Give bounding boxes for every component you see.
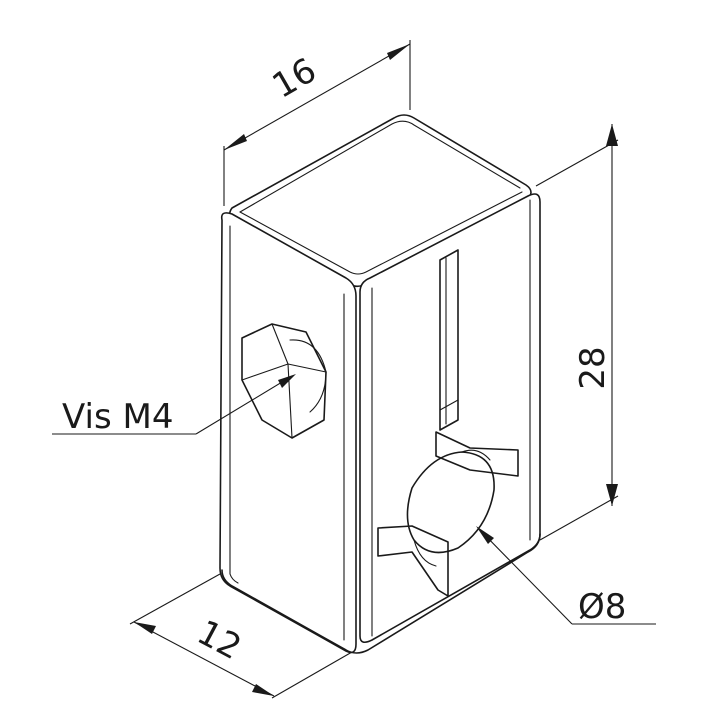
ext-line-top	[535, 139, 619, 187]
callout-diameter: Ø8	[476, 526, 656, 627]
arrow-top	[606, 124, 618, 146]
arrow-back	[252, 684, 274, 696]
dimension-height: 28	[535, 124, 619, 541]
arrow-left	[224, 134, 247, 150]
front-face-bevel	[229, 225, 239, 584]
arrow-bottom	[606, 484, 618, 506]
arrow-right	[387, 44, 410, 60]
hole-cylinder	[406, 451, 495, 554]
hex-outline	[241, 323, 327, 439]
callout-diameter-label: Ø8	[578, 587, 626, 627]
dim-line-depth	[133, 621, 275, 697]
block-body	[219, 114, 541, 654]
arrow-front	[134, 622, 156, 634]
screw-hole-arc	[289, 339, 327, 413]
hex-inner-face-3	[271, 323, 289, 365]
callout-screw-leader	[195, 375, 293, 435]
dim-line-width	[223, 43, 411, 151]
dim-depth-label: 12	[191, 612, 248, 668]
top-face-bevel-front	[239, 191, 523, 275]
slot-bottom-step	[439, 399, 459, 411]
ext-line-back	[271, 651, 353, 699]
ext-line-front	[129, 573, 221, 625]
callout-screw: Vis M4	[52, 374, 296, 437]
cross-hole	[377, 431, 519, 597]
front-face	[219, 212, 357, 654]
callout-screw-arrow	[278, 374, 296, 388]
upper-wedge	[435, 431, 519, 477]
callout-diameter-leader	[477, 527, 573, 625]
ext-line-bottom	[539, 495, 619, 541]
slot-outline	[439, 249, 459, 431]
dim-height-label: 28	[573, 346, 613, 389]
hole-cylinder-lower	[413, 539, 437, 567]
hex-inner-face-2	[287, 363, 293, 439]
lower-wedge	[377, 525, 449, 597]
hole-cylinder-inner	[461, 449, 491, 461]
callout-screw-label: Vis M4	[62, 397, 173, 437]
callout-diameter-arrow	[476, 526, 494, 544]
top-face-bevel	[239, 120, 521, 213]
side-slot	[439, 249, 459, 431]
hex-nut-pocket	[241, 323, 327, 439]
bottom-edge	[221, 533, 541, 654]
